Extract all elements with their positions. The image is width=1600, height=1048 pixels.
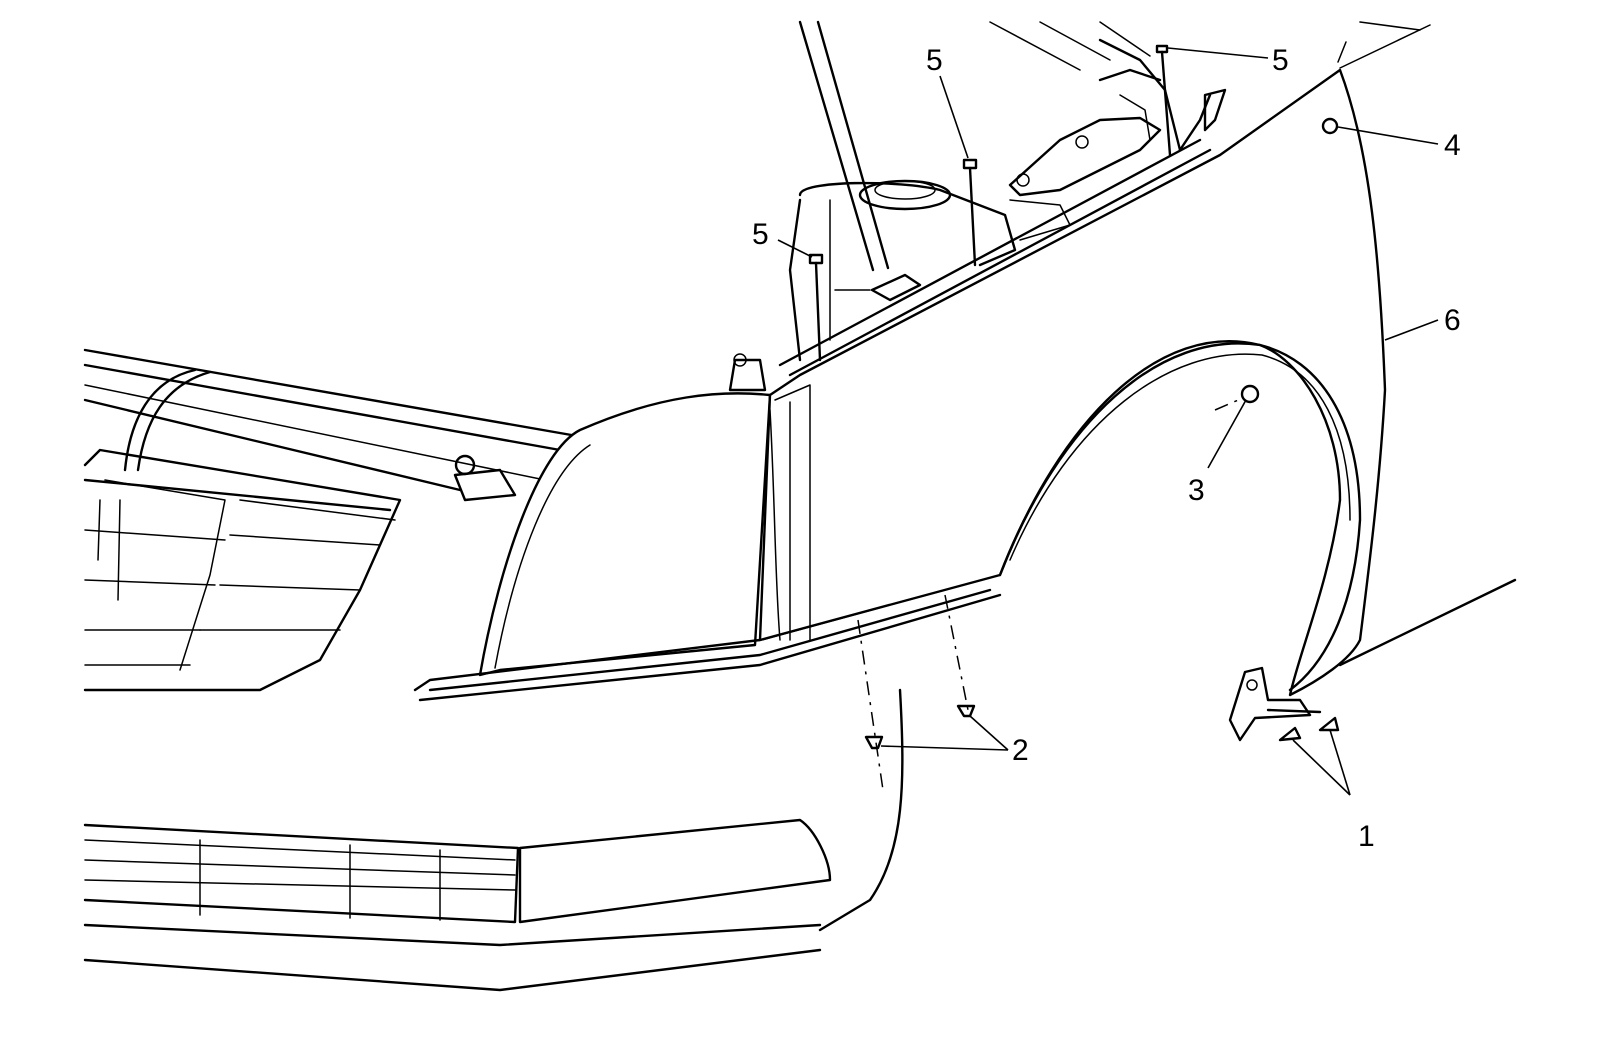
bolts-2: [857, 594, 976, 791]
bolt-5-top: [1155, 44, 1172, 157]
callout-5-middle: 5: [926, 44, 943, 77]
leader-lines: [777, 47, 1439, 796]
callout-labels: 1 2 3 4 5 5 5 6: [752, 44, 1461, 853]
callout-4: 4: [1444, 129, 1461, 162]
bolts-1: [1266, 708, 1340, 742]
callout-5-left: 5: [752, 218, 769, 251]
front-bumper: [83, 578, 1002, 992]
headlamp: [478, 392, 772, 677]
grille: [83, 448, 402, 692]
bolt-5-left: [808, 253, 824, 362]
callout-1: 1: [1358, 820, 1375, 853]
bolt-3: [1214, 384, 1260, 411]
callout-3: 3: [1188, 474, 1205, 507]
fender: [758, 24, 1517, 742]
callout-5-top: 5: [1272, 44, 1289, 77]
callout-6: 6: [1444, 304, 1461, 337]
bolt-4: [1203, 88, 1339, 135]
fasteners: [808, 44, 1340, 791]
bolt-5-middle: [962, 158, 978, 267]
callout-2: 2: [1012, 734, 1029, 767]
